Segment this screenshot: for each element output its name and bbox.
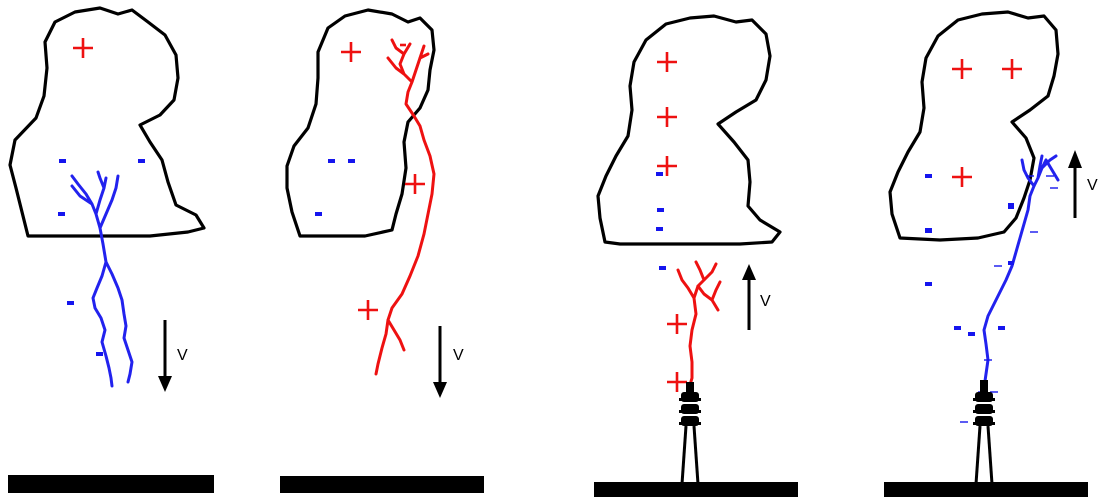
velocity-arrow-down-head bbox=[158, 376, 172, 392]
positive-charge-symbol bbox=[952, 59, 972, 79]
negative-charge-symbol bbox=[925, 228, 932, 233]
velocity-arrow-up-head bbox=[1068, 150, 1082, 168]
negative-charge-symbol bbox=[657, 208, 664, 212]
positive-charge-symbol bbox=[667, 372, 687, 392]
negative-charge-symbol bbox=[328, 159, 335, 163]
negative-charge-symbol bbox=[925, 282, 932, 286]
positive-charge-symbol bbox=[341, 42, 361, 62]
velocity-label: V bbox=[1087, 177, 1098, 194]
negative-charge-symbol bbox=[968, 332, 975, 336]
positive-charge-symbol bbox=[952, 167, 972, 187]
thundercloud-outline bbox=[285, 8, 436, 238]
velocity-label: V bbox=[760, 293, 771, 310]
panel-downward-positive-leader: V bbox=[280, 8, 484, 493]
positive-charge-symbol bbox=[405, 174, 425, 194]
negative-charge-symbol bbox=[656, 172, 663, 176]
negative-charge-symbol bbox=[659, 266, 666, 270]
positive-charge-symbol bbox=[358, 300, 378, 320]
negative-charge-symbol bbox=[656, 227, 663, 231]
positive-charge-symbol bbox=[657, 52, 677, 72]
negative-charge-symbol bbox=[59, 159, 66, 163]
stepped-leader bbox=[374, 38, 436, 376]
stepped-leader bbox=[70, 170, 134, 388]
thundercloud-outline bbox=[8, 6, 206, 238]
velocity-arrow-down-head bbox=[433, 382, 447, 398]
ground-bar bbox=[594, 482, 798, 497]
negative-charge-symbol bbox=[1008, 261, 1014, 265]
negative-charge-symbol bbox=[1008, 203, 1014, 209]
velocity-arrow-up-head bbox=[742, 264, 756, 280]
thundercloud-outline bbox=[596, 14, 782, 246]
ground-bar bbox=[280, 476, 484, 493]
positive-charge-symbol bbox=[657, 156, 677, 176]
lightning-tower bbox=[973, 380, 995, 485]
negative-charge-symbol bbox=[138, 159, 145, 163]
stepped-leader bbox=[676, 260, 722, 394]
panel-upward-negative-leader: V bbox=[884, 10, 1098, 497]
negative-charge-symbol bbox=[315, 212, 322, 216]
velocity-label: V bbox=[177, 347, 188, 364]
negative-charge-symbol bbox=[954, 326, 961, 330]
panel-upward-positive-leader: V bbox=[594, 14, 798, 497]
positive-charge-symbol bbox=[657, 107, 677, 127]
negative-charge-symbol bbox=[925, 174, 932, 178]
positive-charge-symbol bbox=[73, 38, 93, 58]
negative-charge-symbol bbox=[998, 326, 1005, 330]
negative-charge-symbol bbox=[348, 159, 355, 163]
velocity-label: V bbox=[453, 347, 464, 364]
negative-charge-symbol bbox=[96, 352, 103, 356]
ground-bar bbox=[8, 475, 214, 493]
positive-charge-symbol bbox=[667, 314, 687, 334]
lightning-tower bbox=[679, 382, 701, 485]
negative-charge-symbol bbox=[67, 301, 74, 305]
negative-charge-symbol bbox=[58, 212, 65, 216]
ground-bar bbox=[884, 482, 1088, 497]
positive-charge-symbol bbox=[1002, 59, 1022, 79]
panel-downward-negative-leader: V bbox=[8, 6, 214, 493]
stepped-leader bbox=[982, 154, 1060, 390]
thundercloud-outline bbox=[888, 10, 1060, 242]
leader-tip-negative-charges bbox=[960, 175, 1058, 423]
